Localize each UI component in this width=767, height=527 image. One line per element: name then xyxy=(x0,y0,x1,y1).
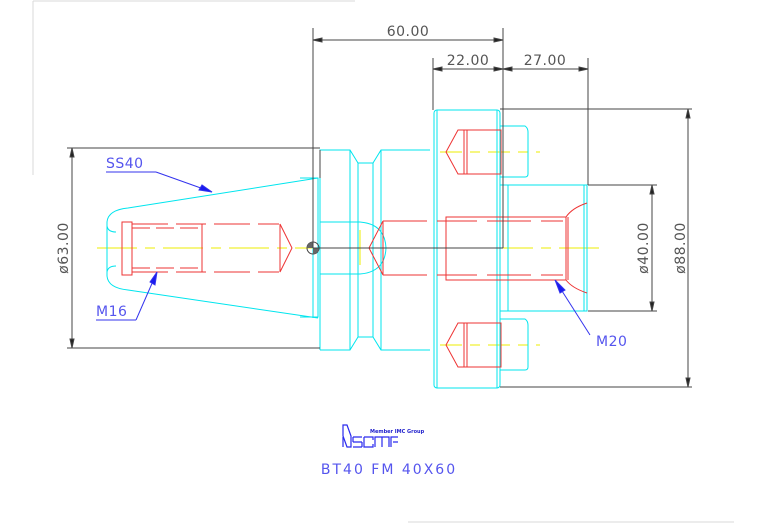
callout-leaders xyxy=(96,171,591,336)
callout-m16-thread: M16 xyxy=(96,304,127,320)
logo-tagline: Member IMC Group xyxy=(370,429,425,435)
dim-taper-diameter: ø63.00 xyxy=(56,222,72,274)
dim-flange-diameter: ø88.00 xyxy=(673,222,689,274)
dim-overall-length: 60.00 xyxy=(387,24,430,40)
drawing-title: BT40 FM 40X60 xyxy=(321,462,457,478)
dim-flange-width: 22.00 xyxy=(447,53,490,69)
callout-m20-thread: M20 xyxy=(596,334,627,350)
dim-pilot-diameter: ø40.00 xyxy=(636,222,652,274)
dim-pilot-length: 27.00 xyxy=(524,53,567,69)
callout-taper-ss40: SS40 xyxy=(106,156,144,172)
dimension-lines xyxy=(67,28,692,388)
iscar-logo xyxy=(342,424,398,448)
holder-outline xyxy=(106,109,588,389)
sheet-border xyxy=(32,0,734,523)
